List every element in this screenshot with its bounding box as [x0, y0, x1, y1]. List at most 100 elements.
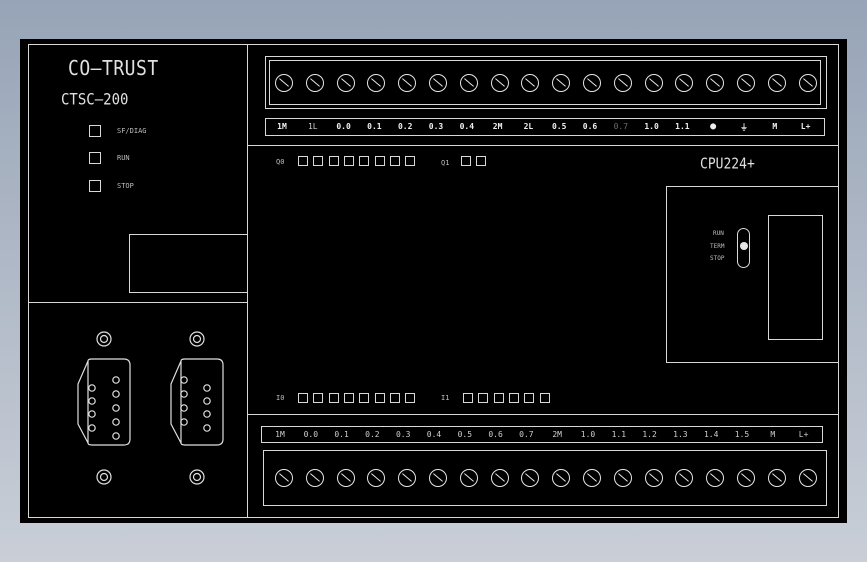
sf-diag-label: SF/DIAG	[117, 127, 147, 135]
top-terminal-label: 1.1	[675, 122, 690, 131]
terminal-screw	[798, 469, 817, 487]
mode-switch-knob[interactable]	[740, 242, 748, 250]
io-led	[374, 393, 385, 403]
top-terminal-label: 0.4	[459, 122, 475, 131]
port1-top-screw	[189, 331, 205, 347]
bottom-terminal-label: 0.7	[519, 430, 534, 439]
io-led	[298, 393, 308, 403]
terminal-screw	[398, 469, 417, 487]
bottom-terminal-label: M	[770, 430, 776, 439]
top-terminal-label: M	[772, 122, 778, 131]
bottom-terminal-label: 2M	[552, 430, 562, 439]
bottom-terminal-label: 0.1	[334, 430, 349, 439]
bottom-terminal-label: 1M	[275, 430, 285, 439]
run-label: RUN	[117, 154, 130, 162]
model-label: CTSC—200	[61, 90, 129, 110]
top-terminal-label: 0.0	[336, 122, 351, 131]
terminal-screw	[521, 469, 540, 487]
terminal-screw	[583, 74, 601, 92]
top-terminal-label: L+	[800, 122, 811, 131]
io-led	[524, 393, 535, 403]
io-led	[405, 393, 416, 403]
io-led	[313, 156, 324, 166]
bottom-label-strip	[261, 426, 823, 443]
mode-stop-label: STOP	[710, 255, 725, 262]
bottom-terminal-label: 1.5	[734, 430, 750, 439]
top-terminal-label: 1M	[277, 122, 287, 131]
port0-db9-shell	[77, 358, 131, 446]
port0-bottom-screw	[96, 469, 112, 485]
terminal-screw	[275, 469, 293, 487]
port1-bottom-screw	[189, 469, 205, 485]
top-terminal-label: 0.6	[582, 122, 598, 131]
io-led	[478, 393, 489, 403]
terminal-screw	[675, 74, 694, 92]
mode-term-label: TERM	[710, 243, 725, 250]
terminal-screw	[737, 74, 755, 92]
terminal-screw	[706, 74, 725, 92]
stop-led	[89, 180, 101, 192]
io-led	[298, 156, 308, 166]
top-terminal-label: 2L	[523, 122, 534, 131]
brand-label: CO—TRUST	[68, 56, 159, 81]
bottom-terminal-label: L+	[798, 430, 809, 439]
io-led	[405, 156, 416, 166]
terminal-screw	[367, 469, 386, 487]
mode-switch-slot[interactable]	[737, 228, 750, 268]
serial-ports	[77, 331, 224, 485]
terminal-screw	[367, 74, 386, 92]
io-led	[461, 156, 471, 166]
terminal-screw	[336, 74, 355, 92]
io-led	[389, 156, 400, 166]
terminal-screw	[275, 74, 293, 92]
run-led	[89, 152, 101, 164]
top-terminal-label: 0.2	[397, 122, 413, 131]
terminal-screw	[798, 74, 817, 92]
io-led	[389, 393, 400, 403]
terminal-screw	[644, 469, 663, 487]
top-terminal-label: 0.1	[367, 122, 382, 131]
terminal-screw	[490, 469, 509, 487]
top-terminal-block	[265, 56, 827, 109]
potentiometer-window	[768, 215, 823, 340]
q0-group-label: Q0	[276, 158, 285, 166]
terminal-screw	[459, 74, 478, 92]
terminal-screw	[767, 74, 786, 92]
io-led	[508, 393, 519, 403]
i0-group-label: I0	[276, 394, 285, 402]
top-terminal-label: ●	[710, 121, 717, 132]
port0-top-screw	[96, 331, 112, 347]
terminal-screw	[490, 74, 509, 92]
bottom-terminal-label: 0.3	[395, 430, 411, 439]
top-label-strip	[265, 118, 825, 136]
io-led	[476, 156, 487, 166]
device-outline	[28, 44, 839, 518]
terminal-screw	[767, 469, 786, 487]
top-terminal-label: 0.5	[551, 122, 567, 131]
terminal-screw	[336, 469, 355, 487]
io-led	[463, 393, 473, 403]
io-led	[328, 156, 339, 166]
cpu-model-label: CPU224+	[700, 155, 755, 174]
top-terminal-label: 2M	[492, 122, 503, 131]
bottom-terminal-label: 1.4	[703, 430, 719, 439]
top-terminal-inner	[269, 60, 821, 105]
terminal-screw	[398, 74, 417, 92]
left-section-divider	[247, 44, 248, 518]
terminal-screw	[305, 74, 324, 92]
top-terminal-label: 0.7	[613, 122, 629, 131]
bottom-terminal-label: 0.2	[365, 430, 380, 439]
top-terminal-label: 0.3	[428, 122, 444, 131]
io-led	[374, 156, 385, 166]
terminal-screw	[429, 74, 447, 92]
mode-run-label: RUN	[713, 230, 724, 237]
io-led	[343, 393, 354, 403]
io-led	[313, 393, 324, 403]
io-led	[359, 156, 370, 166]
terminal-screw	[644, 74, 663, 92]
terminal-screw	[459, 469, 478, 487]
bottom-terminal-divider	[247, 414, 839, 415]
bottom-terminal-label: 1.2	[642, 430, 657, 439]
stop-label: STOP	[117, 182, 134, 190]
q1-group-label: Q1	[441, 159, 450, 167]
